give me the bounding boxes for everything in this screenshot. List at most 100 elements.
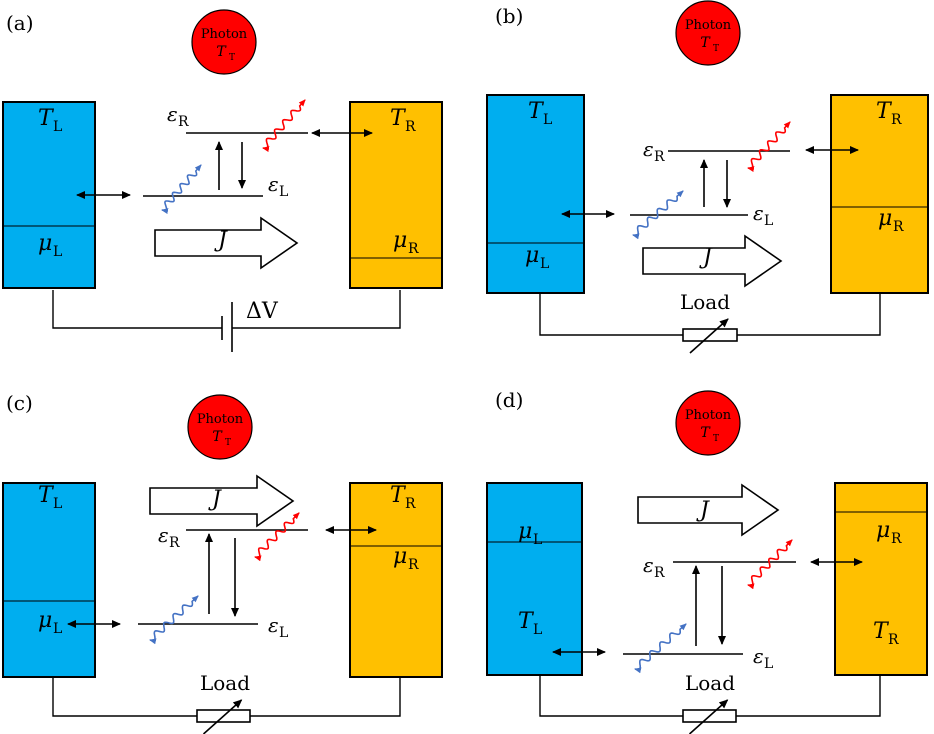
eps-r-subscript: R <box>654 149 665 165</box>
photon-wave-left <box>634 623 687 674</box>
panel-label: (b) <box>495 4 523 28</box>
current-flow-arrow <box>149 474 295 528</box>
current-label: J <box>696 498 710 523</box>
load-label: Load <box>685 671 735 695</box>
left-reservoir-box <box>486 482 583 676</box>
photon-temp-symbol: T <box>700 35 711 51</box>
variable-load-arrow <box>202 699 243 734</box>
left-temperature-subscript: L <box>533 622 542 638</box>
circuit-wire-right <box>250 677 401 717</box>
right-mu-symbol: μ <box>876 518 890 543</box>
current-label: J <box>208 487 222 512</box>
right-temperature-symbol: T <box>390 106 407 131</box>
circuit-wire-right <box>232 290 401 329</box>
photon-wave-left <box>632 190 684 240</box>
right-mu-subscript: R <box>408 241 419 257</box>
circuit-wire-left <box>539 675 683 717</box>
photon-wave-right <box>747 121 791 172</box>
photon-wave-left <box>161 164 202 214</box>
variable-load-arrow <box>688 699 729 734</box>
eps-l-symbol: ε <box>753 644 764 668</box>
right-temperature-symbol: T <box>390 483 407 508</box>
right-mu-symbol: μ <box>878 206 892 231</box>
eps-r-symbol: ε <box>158 523 169 547</box>
left-temperature-subscript: L <box>543 112 552 128</box>
photon-circle <box>675 0 741 66</box>
photon-temp-subscript: T <box>225 438 231 448</box>
photon-wave-right <box>254 512 300 562</box>
photon-temp-subscript: T <box>713 44 719 54</box>
photon-label: Photon <box>201 27 248 42</box>
right-temperature-subscript: R <box>888 632 899 648</box>
load-label: Load <box>680 290 730 314</box>
eps-r-symbol: ε <box>167 102 178 126</box>
right-temperature-subscript: R <box>891 112 902 128</box>
photon-temp-subscript: T <box>229 53 235 63</box>
right-mu-subscript: R <box>891 531 902 547</box>
bias-voltage-label: ΔV <box>246 299 279 324</box>
left-reservoir-box <box>486 94 585 294</box>
photon-circle <box>187 394 253 460</box>
photon-wave-right <box>262 99 306 152</box>
left-temperature-subscript: L <box>53 496 62 512</box>
eps-l-subscript: L <box>279 625 288 641</box>
circuit-wire-right <box>736 675 881 717</box>
eps-l-symbol: ε <box>268 613 279 637</box>
current-flow-arrow <box>154 216 299 270</box>
left-mu-subscript: L <box>53 621 62 637</box>
eps-l-subscript: L <box>764 213 773 229</box>
eps-r-symbol: ε <box>643 137 654 161</box>
eps-l-subscript: L <box>279 184 288 200</box>
eps-r-subscript: R <box>654 565 665 581</box>
right-mu-subscript: R <box>408 557 419 573</box>
right-mu-symbol: μ <box>393 228 407 253</box>
left-temperature-subscript: L <box>53 119 62 135</box>
circuit-wire-left <box>539 293 683 336</box>
right-reservoir-box <box>830 94 929 294</box>
photon-temp-symbol: T <box>700 425 711 441</box>
right-reservoir-box <box>834 482 928 676</box>
current-flow-arrow <box>642 234 783 288</box>
left-reservoir-box <box>2 101 96 289</box>
photon-circle <box>191 9 257 75</box>
circuit-wire-left <box>52 677 197 717</box>
eps-r-subscript: R <box>178 114 189 130</box>
right-mu-subscript: R <box>893 219 904 235</box>
left-temperature-symbol: T <box>528 99 545 124</box>
left-mu-symbol: μ <box>518 519 532 544</box>
left-mu-symbol: μ <box>38 231 52 256</box>
right-temperature-subscript: R <box>405 496 416 512</box>
eps-l-symbol: ε <box>268 172 279 196</box>
current-label: J <box>214 228 228 253</box>
photon-label: Photon <box>197 412 244 427</box>
left-mu-symbol: μ <box>525 243 539 268</box>
current-label: J <box>699 245 713 270</box>
circuit-wire-left <box>52 290 222 329</box>
left-temperature-symbol: T <box>518 609 535 634</box>
circuit-wire-right <box>737 293 881 336</box>
photon-wave-right <box>747 539 793 590</box>
right-temperature-symbol: T <box>876 99 893 124</box>
left-temperature-symbol: T <box>38 483 55 508</box>
external-circuit: Load <box>539 290 881 354</box>
left-reservoir-box <box>2 482 96 678</box>
photon-temp-symbol: T <box>216 44 227 60</box>
eps-r-symbol: ε <box>643 553 654 577</box>
photon-temp-symbol: T <box>212 429 223 445</box>
variable-load-arrow <box>689 318 729 354</box>
